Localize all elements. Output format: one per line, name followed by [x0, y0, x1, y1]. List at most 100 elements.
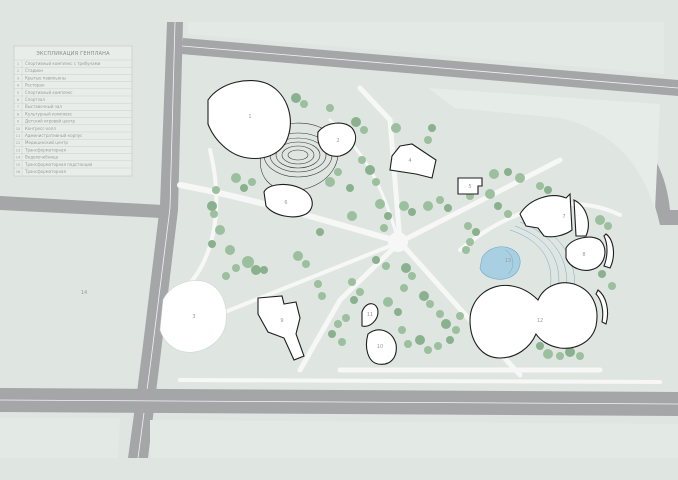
tree: [424, 346, 432, 354]
tree: [565, 347, 575, 357]
building-6: [519, 192, 573, 238]
tree: [302, 260, 310, 268]
building-8: [257, 295, 305, 361]
tree: [489, 169, 499, 179]
legend-item-text: Спортивный комплекс с трибунами: [25, 61, 101, 66]
tree: [604, 222, 612, 230]
tree: [401, 263, 411, 273]
tree: [375, 199, 385, 209]
tree: [326, 104, 334, 112]
tree: [325, 177, 335, 187]
tree: [436, 196, 444, 204]
tree: [222, 272, 230, 280]
tree: [251, 265, 261, 275]
tree: [212, 186, 220, 194]
legend-item-number: 5: [17, 91, 19, 95]
building-7: [565, 236, 606, 271]
building-label-1: 1: [248, 114, 251, 120]
road-top-centerline: [181, 45, 678, 89]
legend-item-text: Водолечебница: [25, 155, 59, 160]
tree: [248, 178, 256, 186]
tree: [423, 201, 433, 211]
tree: [318, 292, 326, 300]
tree: [383, 297, 393, 307]
building-label-4: 4: [408, 158, 411, 164]
tree: [347, 211, 357, 221]
building-9: [365, 329, 397, 365]
tree: [419, 291, 429, 301]
legend-item-number: 4: [17, 84, 20, 88]
tree: [210, 210, 218, 218]
building-12: [595, 289, 609, 325]
legend-item-text: Культурный комплекс: [25, 111, 72, 116]
building-7b: [603, 233, 615, 269]
legend-item-number: 10: [16, 127, 21, 131]
legend-item-number: 6: [17, 98, 20, 102]
building-label-12: 12: [537, 318, 543, 324]
tree: [472, 228, 480, 236]
tree: [225, 245, 235, 255]
pond: [479, 246, 521, 280]
tree: [444, 204, 452, 212]
legend-item-number: 13: [16, 148, 21, 152]
building-labels: 1 2 3 4 5 6 7 8 9 10 11 12 13 14: [81, 114, 586, 350]
legend-item-text: Спортзал: [25, 97, 45, 102]
building-label-8: 8: [582, 252, 585, 258]
tree: [404, 340, 412, 348]
legend: ЭКСПЛИКАЦИЯ ГЕНПЛАНА 1 Спортивный комплек…: [13, 45, 133, 177]
tree: [338, 338, 346, 346]
tree: [536, 182, 544, 190]
legend-title: ЭКСПЛИКАЦИЯ ГЕНПЛАНА: [36, 51, 110, 57]
legend-item-text: Крытые павильоны: [25, 75, 66, 80]
tree: [536, 342, 544, 350]
building-2: [317, 122, 357, 157]
building-4: [389, 143, 437, 179]
tree: [394, 308, 402, 316]
legend-item-number: 16: [16, 170, 21, 174]
legend-item-text: Медицинский центр: [25, 140, 68, 145]
legend-item-number: 8: [17, 112, 20, 116]
central-plaza: [388, 232, 408, 252]
tree: [456, 312, 464, 320]
tree: [426, 300, 434, 308]
legend-box: [13, 45, 133, 177]
building-3: [263, 183, 313, 218]
tree: [334, 168, 342, 176]
tree: [441, 319, 451, 329]
legend-item-number: 1: [17, 62, 19, 66]
tree: [556, 352, 564, 360]
tree: [415, 335, 425, 345]
tree: [446, 336, 454, 344]
building-6b: [573, 199, 589, 237]
tree: [504, 210, 512, 218]
tree: [398, 326, 406, 334]
road-bottom-centerline: [0, 399, 678, 405]
legend-item-text: Трансформаторная: [24, 169, 67, 174]
legend-item-number: 11: [16, 134, 21, 138]
tree: [399, 201, 409, 211]
building-label-9: 9: [280, 318, 283, 324]
legend-item-text: Ресторан: [25, 83, 45, 88]
building-label-11: 11: [367, 312, 373, 318]
legend-item-number: 14: [16, 156, 21, 160]
tree: [466, 238, 474, 246]
tree: [408, 272, 416, 280]
tree: [232, 264, 240, 272]
building-label-10: 10: [377, 344, 383, 350]
building-label-3: 3: [192, 314, 195, 320]
legend-item-number: 2: [17, 69, 19, 73]
tree: [372, 178, 380, 186]
tree: [424, 136, 432, 144]
tree: [462, 246, 470, 254]
tree: [485, 189, 495, 199]
legend-item-text: Административный корпус: [25, 133, 82, 138]
building-label-6: 6: [284, 200, 287, 206]
tree: [576, 352, 584, 360]
tree: [408, 208, 416, 216]
tree: [365, 165, 375, 175]
tree: [382, 262, 390, 270]
tree: [384, 212, 392, 220]
building-10: [361, 303, 379, 327]
